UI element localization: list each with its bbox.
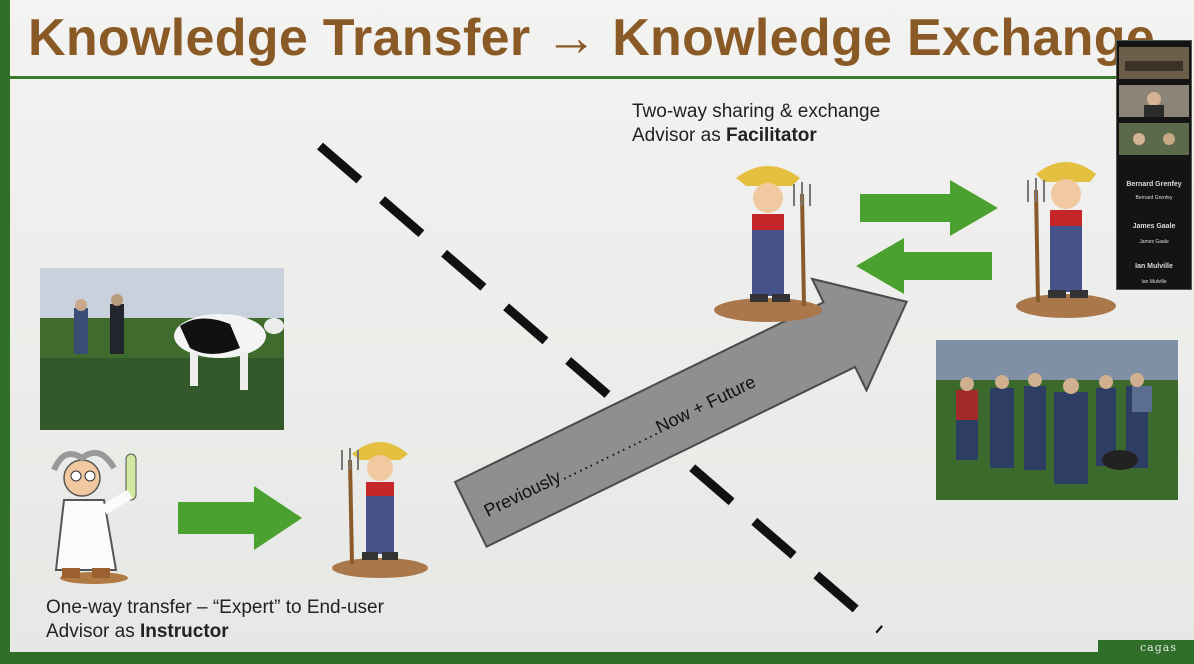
scientist-expert-illustration [51,449,137,584]
dashed-divider [317,142,883,634]
two-way-caption-line1: Two-way sharing & exchange [632,101,881,122]
participant-name-1: Bernard Grenfey [1126,181,1182,188]
farmers-group-photo [936,340,1178,500]
participant-name-3: James Gaale [1132,223,1176,230]
participant-name-6: Ian Mulville [1141,279,1167,285]
two-way-caption-line2: Advisor as Facilitator [632,124,880,148]
participant-name-2: Bernard Grenfey [1135,195,1173,201]
participant-name-4: James Gaale [1139,239,1169,245]
farmer-illustration-bottom [332,442,428,578]
facilitator-bold: Facilitator [725,125,817,146]
instructor-bold: Instructor [139,621,229,642]
green-arrow-oneway [178,486,302,550]
slide-left-border [0,0,10,664]
organisation-logo [1098,640,1194,664]
slide-title: Knowledge Transfer → Knowledge Exchange [28,9,1156,67]
meeting-participants-panel[interactable]: Bernard Grenfey Bernard Grenfey James Ga… [1116,40,1192,290]
green-arrow-exchange-left [856,238,992,294]
slide-bottom-bar [10,652,1194,664]
farmer-illustration-top-left [714,166,822,322]
two-way-caption: Two-way sharing & exchange Advisor as Fa… [632,100,880,148]
one-way-caption: One-way transfer – “Expert” to End-user … [46,596,384,644]
farmer-illustration-top-right [1016,162,1116,318]
participant-video-thumb-person[interactable] [1119,85,1189,117]
title-underline [10,76,1120,79]
facilitator-prefix: Advisor as [632,125,726,146]
cows-field-photo [40,268,284,430]
participant-video-thumb-grid[interactable] [1119,123,1189,155]
logo-text: cagas [1140,641,1177,654]
timeline-arrow-label: Previously………………Now + Future [481,372,759,521]
participant-name-5: Ian Mulville [1135,263,1173,270]
instructor-prefix: Advisor as [46,621,140,642]
one-way-caption-line1: One-way transfer – “Expert” to End-user [46,597,384,618]
timeline-arrow: Previously………………Now + Future [453,277,909,549]
participant-video-thumb-room[interactable] [1119,47,1189,79]
one-way-caption-line2: Advisor as Instructor [46,620,384,644]
green-arrow-exchange-right [860,180,998,236]
